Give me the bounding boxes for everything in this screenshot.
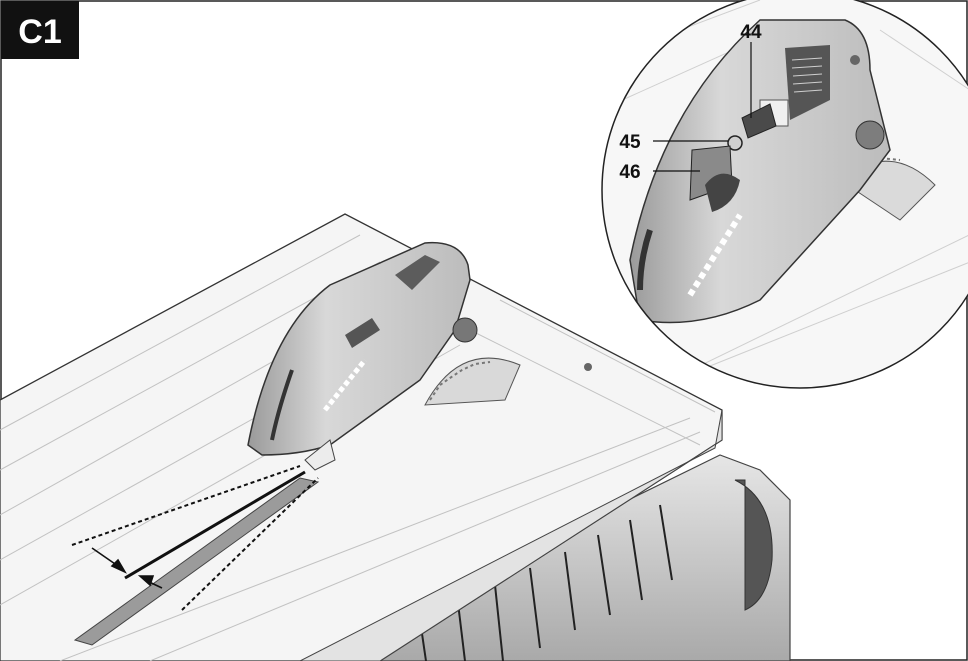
- blade-teeth: [429, 361, 491, 401]
- callout-46-label: 46: [619, 162, 640, 183]
- guard-scale-window: [395, 255, 440, 290]
- guard-knob: [452, 317, 478, 343]
- blade-slot: [73, 477, 320, 646]
- callout-44-label: 44: [740, 22, 762, 43]
- table-screw: [584, 363, 592, 371]
- detail-zoom-view: [601, 0, 968, 389]
- guard-side-groove: [270, 369, 294, 441]
- table-front-edge: [299, 409, 723, 661]
- saw-side-knob: [734, 479, 773, 611]
- callout-44: 44: [740, 22, 762, 118]
- housing-vent-slots: [419, 504, 673, 661]
- figure-badge: [1, 1, 79, 59]
- part-44-lever: [741, 103, 777, 139]
- zoom-circle-border: [601, 0, 968, 389]
- saw-blade: [424, 357, 521, 406]
- guard-arrow-marks: [323, 358, 367, 412]
- saw-main-view: [0, 213, 791, 661]
- part-45-button: [727, 135, 743, 151]
- dashed-guide-lower: [181, 477, 319, 611]
- guard-release-lever: [345, 318, 380, 348]
- angle-arrows: [91, 547, 163, 589]
- callout-46: 46: [619, 162, 700, 183]
- blade-guard: [247, 241, 471, 456]
- blade-alignment-line: [124, 470, 306, 580]
- riving-knife: [304, 439, 336, 471]
- zoom-arrow-marks: [687, 213, 743, 297]
- callout-45-label: 45: [619, 132, 641, 153]
- dashed-guide-upper: [71, 465, 301, 546]
- callout-45: 45: [619, 132, 728, 153]
- zoom-guard-knob: [855, 120, 885, 150]
- zoom-scale-ticks: [791, 57, 823, 93]
- figure-badge-label: C1: [18, 13, 61, 51]
- zoom-screw: [850, 55, 860, 65]
- zoom-clamp-knob: [705, 173, 740, 212]
- zoom-guard-groove: [637, 229, 653, 291]
